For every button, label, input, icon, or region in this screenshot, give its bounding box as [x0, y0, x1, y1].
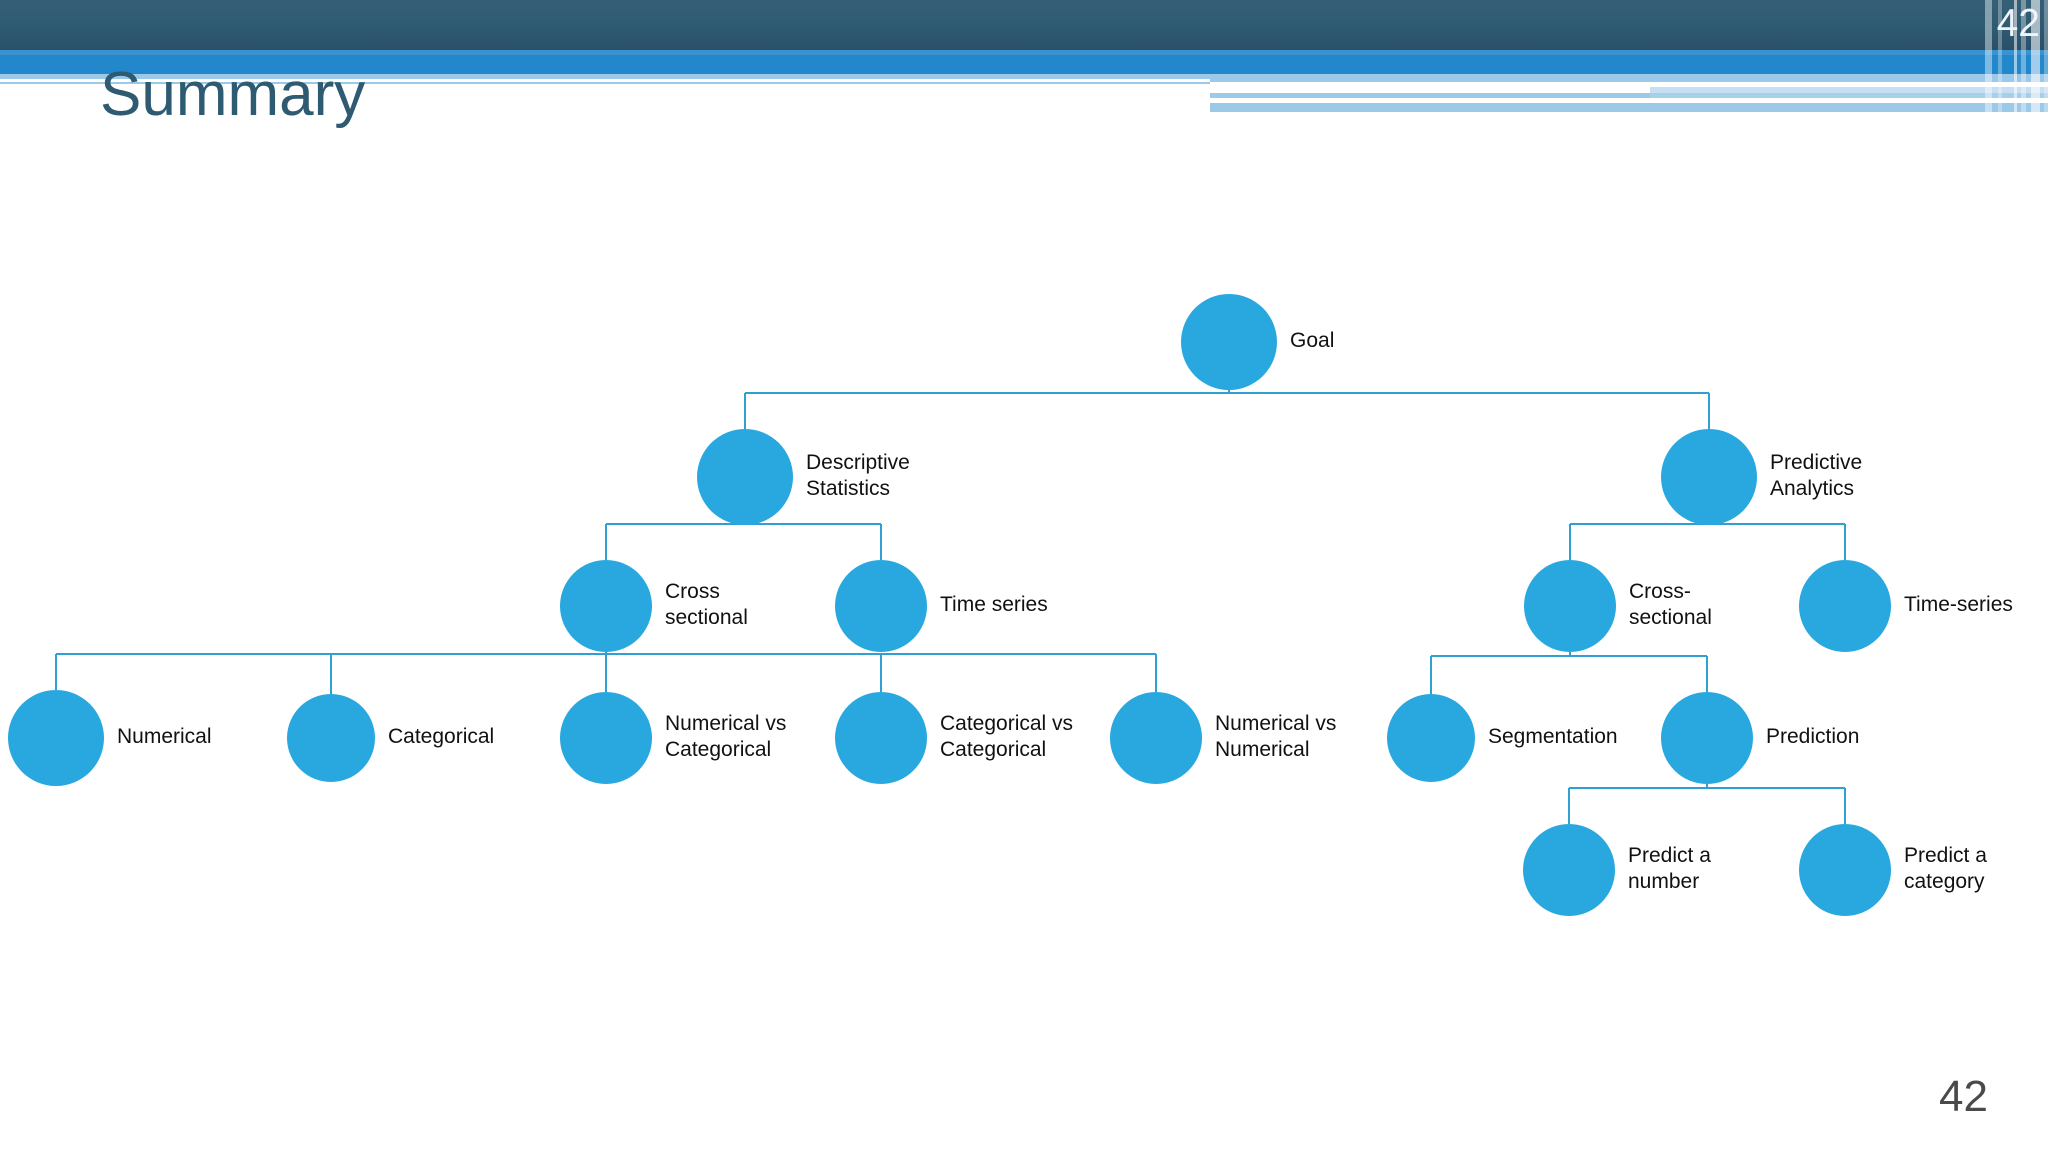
node-categorical — [287, 694, 375, 782]
node-label-pa-time: Time-series — [1904, 593, 2013, 616]
header-vertical-stripe-3 — [2014, 0, 2017, 120]
node-num-vs-num — [1110, 692, 1202, 784]
node-label-predict-category: Predict a category — [1904, 844, 1987, 893]
node-predict-category — [1799, 824, 1891, 916]
header-white-stripe-4 — [1210, 98, 2048, 103]
header-white-notch — [1125, 92, 1210, 112]
header-dark-band-sheen — [0, 0, 2048, 50]
node-label-predictive: Predictive Analytics — [1770, 451, 1863, 500]
node-pa-time — [1799, 560, 1891, 652]
node-num-vs-cat — [560, 692, 652, 784]
header-tint-stripe-3 — [1650, 87, 2048, 93]
node-label-num-vs-cat: Numerical vs Categorical — [665, 712, 787, 761]
node-label-descriptive: Descriptive Statistics — [806, 451, 910, 500]
header-white-stripe-2 — [1210, 87, 1650, 93]
node-ds-time — [835, 560, 927, 652]
header-white-hairline — [0, 79, 2048, 82]
header-vertical-stripe-4 — [2021, 0, 2026, 120]
footer-page-number: 42 — [1939, 1072, 1988, 1121]
slide-header-decoration: 42 — [0, 0, 2048, 120]
node-label-predict-number: Predict a number — [1628, 844, 1711, 893]
node-label-ds-time: Time series — [940, 593, 1048, 616]
header-vertical-stripe-5 — [2031, 0, 2040, 120]
header-page-number: 42 — [1996, 2, 2040, 45]
node-label-numerical: Numerical — [117, 725, 212, 748]
header-vertical-stripe-2 — [1998, 0, 2002, 120]
node-predictive — [1661, 429, 1757, 525]
node-cat-vs-cat — [835, 692, 927, 784]
node-label-cat-vs-cat: Categorical vs Categorical — [940, 712, 1074, 761]
node-ds-cross — [560, 560, 652, 652]
node-pa-cross — [1524, 560, 1616, 652]
header-vertical-stripe-1 — [1985, 0, 1992, 120]
node-prediction — [1661, 692, 1753, 784]
node-label-num-vs-num: Numerical vs Numerical — [1215, 712, 1337, 761]
header-right-lower-tint — [1650, 93, 2048, 101]
node-label-segmentation: Segmentation — [1488, 725, 1618, 748]
node-label-categorical: Categorical — [388, 725, 495, 748]
header-white-stripe-1 — [1210, 82, 2048, 87]
page-title: Summary — [100, 60, 366, 129]
node-numerical — [8, 690, 104, 786]
node-predict-number — [1523, 824, 1615, 916]
node-goal — [1181, 294, 1277, 390]
header-vertical-stripe-6 — [2044, 0, 2048, 120]
node-label-ds-cross: Cross sectional — [665, 580, 748, 629]
node-label-pa-cross: Cross- sectional — [1629, 580, 1712, 629]
node-label-goal: Goal — [1290, 329, 1335, 352]
header-blue-highlight — [0, 50, 2048, 55]
node-segmentation — [1387, 694, 1475, 782]
node-label-prediction: Prediction — [1766, 725, 1860, 748]
node-descriptive — [697, 429, 793, 525]
